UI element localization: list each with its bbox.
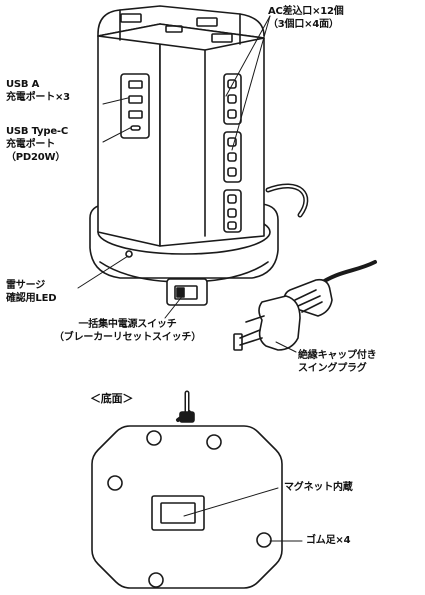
usb-a-port — [128, 95, 143, 104]
rubber-foot — [206, 434, 222, 450]
usb-c-label-line2: 充電ポート — [6, 139, 55, 150]
surge-led-label-line2: 確認用LED — [6, 293, 57, 304]
top-outlet — [120, 13, 142, 23]
breaker-label-line1: 一括集中電源スイッチ — [78, 319, 177, 330]
leader-line — [102, 97, 129, 105]
bottom-view — [91, 390, 303, 589]
rubber-foot — [107, 475, 123, 491]
usb-a-label: USB A 充電ポート×3 — [6, 78, 70, 104]
plug-label-line1: 絶縁キャップ付き — [298, 350, 377, 361]
usb-a-port — [128, 80, 143, 89]
ac-outlets-label-line2: （3個口×4面） — [268, 19, 339, 30]
leader-line — [183, 487, 279, 517]
rubber-foot — [256, 532, 272, 548]
ac-outlet-group — [223, 131, 242, 183]
top-outlet — [165, 25, 183, 33]
usb-a-label-line2: 充電ポート×3 — [6, 92, 70, 103]
magnet — [151, 495, 205, 531]
plug-label-line2: スイングプラグ — [298, 363, 367, 374]
rubber-feet-label: ゴム足×4 — [306, 535, 351, 546]
leader-line — [164, 293, 185, 319]
swing-plug — [233, 278, 333, 351]
top-outlet — [211, 33, 233, 43]
usb-c-label: USB Type-C 充電ポート （PD20W） — [6, 125, 68, 164]
usb-c-label-line3: （PD20W） — [6, 152, 66, 163]
usb-c-label-line1: USB Type-C — [6, 126, 69, 137]
breaker-label: 一括集中電源スイッチ （ブレーカーリセットスイッチ） — [54, 318, 201, 344]
leader-line — [231, 15, 271, 151]
leader-line — [225, 15, 271, 97]
surge-led — [125, 250, 133, 258]
surge-led-label-line1: 雷サージ — [6, 280, 45, 291]
plug-label: 絶縁キャップ付き スイングプラグ — [298, 349, 377, 375]
leader-line — [77, 255, 129, 289]
power-tower — [97, 5, 265, 247]
usb-a-port — [128, 110, 143, 119]
ac-outlets-label: AC差込口×12個 （3個口×4面） — [268, 5, 344, 31]
rubber-foot — [148, 572, 164, 588]
bottom-view-title: ＜底面＞ — [90, 392, 134, 405]
leader-line — [102, 127, 131, 143]
leader-line — [275, 341, 297, 353]
magnet-label: マグネット内蔵 — [284, 482, 353, 493]
top-outlet — [196, 17, 218, 27]
rubber-foot — [146, 430, 162, 446]
usb-a-label-line1: USB A — [6, 79, 40, 90]
usb-c-port — [130, 125, 141, 131]
ac-outlet-group — [223, 189, 242, 233]
breaker-label-line2: （ブレーカーリセットスイッチ） — [54, 332, 201, 343]
surge-led-label: 雷サージ 確認用LED — [6, 279, 57, 305]
breaker-switch — [166, 278, 208, 306]
ac-outlet-group — [223, 73, 242, 125]
ac-outlets-label-line1: AC差込口×12個 — [268, 6, 344, 17]
